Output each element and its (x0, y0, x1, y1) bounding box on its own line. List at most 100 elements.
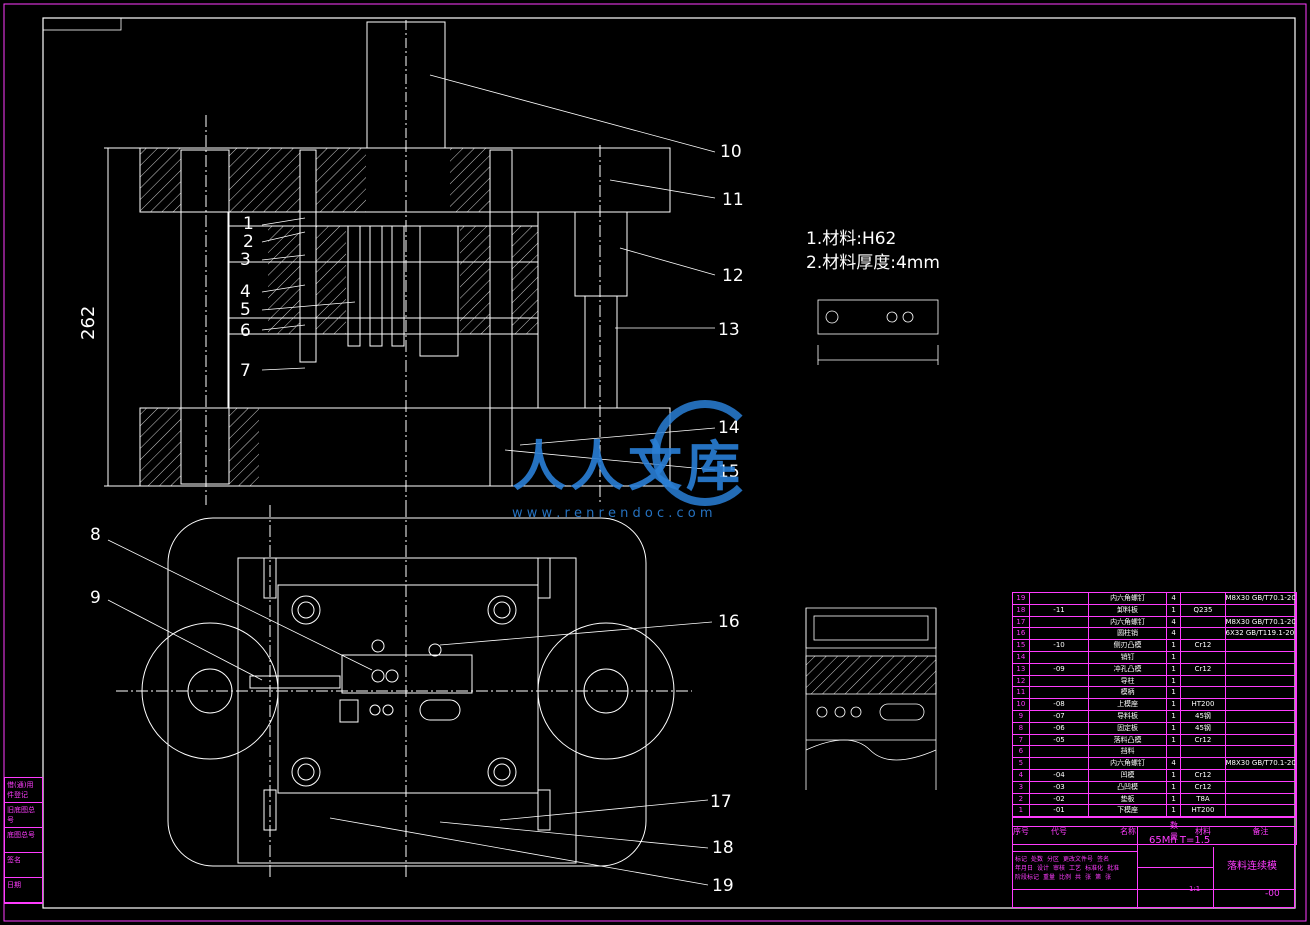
part-number-17: 17 (710, 792, 732, 812)
bom-cell-qty: 1 (1167, 781, 1182, 793)
side-table-row: 签名 (5, 853, 42, 878)
bom-cell-qty: 4 (1167, 593, 1182, 604)
bom-cell-code (1030, 675, 1090, 687)
bom-cell-code: -11 (1030, 604, 1090, 616)
bom-cell-note (1226, 699, 1296, 710)
title-block-label: 年月日 (1015, 865, 1034, 872)
bom-cell-mat (1181, 675, 1226, 687)
bom-cell-code (1030, 746, 1090, 758)
bom-cell-note: M8X30 GB/T70.1-2000 (1225, 593, 1296, 604)
side-table-row: 旧底图总号 (5, 803, 42, 828)
title-block-label: 第 (1095, 874, 1102, 881)
bom-cell-qty: 1 (1167, 663, 1182, 675)
bom-cell-mat (1181, 687, 1226, 699)
bom-cell-note: M8X30 GB/T70.1-2000 (1225, 616, 1296, 628)
bom-cell-no: 5 (1013, 758, 1030, 769)
bom-cell-mat: Cr12 (1181, 640, 1226, 651)
bom-cell-code: -03 (1030, 781, 1090, 793)
watermark-url: w w w . r e n r e n d o c . c o m (512, 506, 713, 521)
bom-cell-name: 侧刃凸模 (1089, 640, 1167, 651)
bom-cell-code: -10 (1030, 640, 1090, 651)
bom-cell-note (1226, 663, 1296, 675)
bom-cell-qty: 4 (1167, 758, 1182, 769)
part-number-4: 4 (240, 282, 251, 302)
bom-cell-code: -07 (1030, 710, 1090, 722)
bom-header-mat: 材料 (1195, 826, 1211, 836)
leader-lines (261, 74, 716, 471)
title-block-label: 张 (1105, 874, 1112, 881)
title-block: 65Mn T=1.5 落料连续模 -00 1:1 标记处数分区更改文件号签名年月… (1012, 826, 1296, 909)
bom-cell-name: 上模座 (1089, 699, 1167, 710)
title-block-label: 批准 (1107, 865, 1120, 872)
section-hatching (140, 148, 538, 486)
bom-cell-qty: 1 (1167, 722, 1182, 734)
dimension-262: 262 (78, 305, 99, 340)
bom-cell-no: 2 (1013, 793, 1030, 805)
title-drawing-title: 落料连续模 (1227, 861, 1277, 872)
bom-cell-no: 12 (1013, 675, 1030, 687)
plan-leaders (107, 539, 713, 886)
part-number-13: 13 (718, 320, 740, 340)
bom-cell-mat: T8A (1181, 793, 1226, 805)
bom-cell-mat: Cr12 (1181, 663, 1226, 675)
bom-cell-name: 导柱 (1089, 675, 1167, 687)
outer-frame (3, 3, 1307, 922)
bom-cell-note (1226, 710, 1296, 722)
bom-cell-name: 模柄 (1089, 687, 1167, 699)
bom-cell-note (1226, 687, 1296, 699)
bom-cell-mat (1181, 651, 1226, 663)
part-number-8: 8 (90, 525, 101, 545)
bom-cell-name: 凸凹模 (1089, 781, 1167, 793)
bom-cell-mat: Q235 (1181, 604, 1226, 616)
title-drawing-no: -00 (1265, 889, 1280, 899)
bom-cell-mat: 45钢 (1181, 710, 1226, 722)
part-number-12: 12 (722, 266, 744, 286)
bom-cell-no: 9 (1013, 710, 1030, 722)
bom-cell-no: 6 (1013, 746, 1030, 758)
bom-cell-qty: 1 (1167, 793, 1182, 805)
bom-cell-qty: 1 (1167, 651, 1182, 663)
part-number-2: 2 (243, 232, 254, 252)
title-spec: 65Mn T=1.5 (1149, 835, 1211, 846)
inner-frame (42, 17, 1296, 909)
bom-cell-qty: 4 (1167, 616, 1182, 628)
title-block-label: 设计 (1037, 865, 1050, 872)
bom-cell-code (1030, 593, 1090, 604)
bom-cell-name: 冲孔凸模 (1089, 663, 1167, 675)
bom-cell-qty: 1 (1167, 710, 1182, 722)
bom-cell-code (1030, 628, 1090, 640)
bom-cell-code: -09 (1030, 663, 1090, 675)
bom-cell-mat: 45钢 (1181, 722, 1226, 734)
part-number-5: 5 (240, 300, 251, 320)
bom-cell-code: -01 (1030, 805, 1090, 817)
plan-view (116, 505, 692, 880)
bom-cell-note (1226, 722, 1296, 734)
watermark-brand: 人人文库 (512, 435, 744, 498)
bom-cell-mat: Cr12 (1181, 734, 1226, 746)
bom-cell-qty: 1 (1167, 687, 1182, 699)
bom-cell-no: 18 (1013, 604, 1030, 616)
part-number-11: 11 (722, 190, 744, 210)
bom-cell-no: 10 (1013, 699, 1030, 710)
side-table-row: 日期 (5, 878, 42, 903)
bom-cell-mat (1181, 616, 1226, 628)
title-block-label: 分区 (1047, 856, 1060, 863)
title-block-label: 比例 (1059, 874, 1072, 881)
title-block-labels: 标记处数分区更改文件号签名年月日设计审核工艺标准化批准阶段标记重量比例共张第张 (1015, 855, 1135, 882)
title-block-label: 标记 (1015, 856, 1028, 863)
bom-header-row: 序号 代号 名称 数量 材料 备注 (1013, 817, 1296, 844)
corner-box (42, 17, 122, 31)
title-block-label: 张 (1085, 874, 1092, 881)
title-block-label: 共 (1075, 874, 1082, 881)
